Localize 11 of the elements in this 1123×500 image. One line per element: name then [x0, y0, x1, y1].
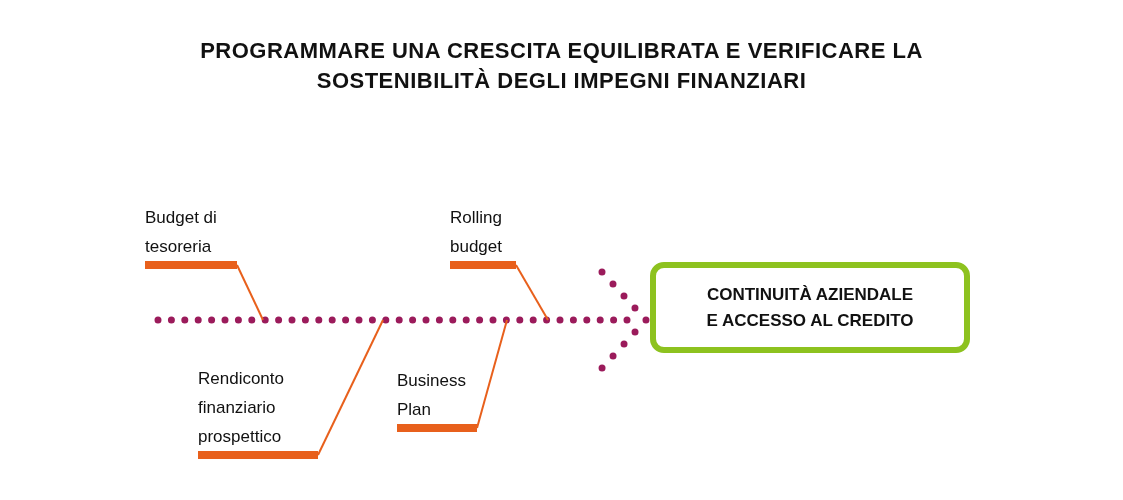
cause-label: Business Plan	[397, 366, 477, 432]
leader-line	[476, 319, 508, 429]
cause-label: Budget di tesoreria	[145, 203, 237, 269]
cause-label: Rendiconto finanziario prospettico	[198, 364, 318, 459]
title: PROGRAMMARE UNA CRESCITA EQUILIBRATA E VERIFICARE LA SOSTENIBILITÀ DEGLI IMPEGNI FINANZIARI	[199, 37, 924, 95]
leader-line	[317, 319, 384, 456]
leader-line	[515, 264, 549, 321]
cause-label: Rolling budget	[450, 203, 516, 269]
goal-text: CONTINUITÀ AZIENDALE E ACCESSO AL CREDITO	[705, 283, 915, 332]
leader-line	[236, 264, 264, 321]
goal-box	[650, 262, 970, 353]
